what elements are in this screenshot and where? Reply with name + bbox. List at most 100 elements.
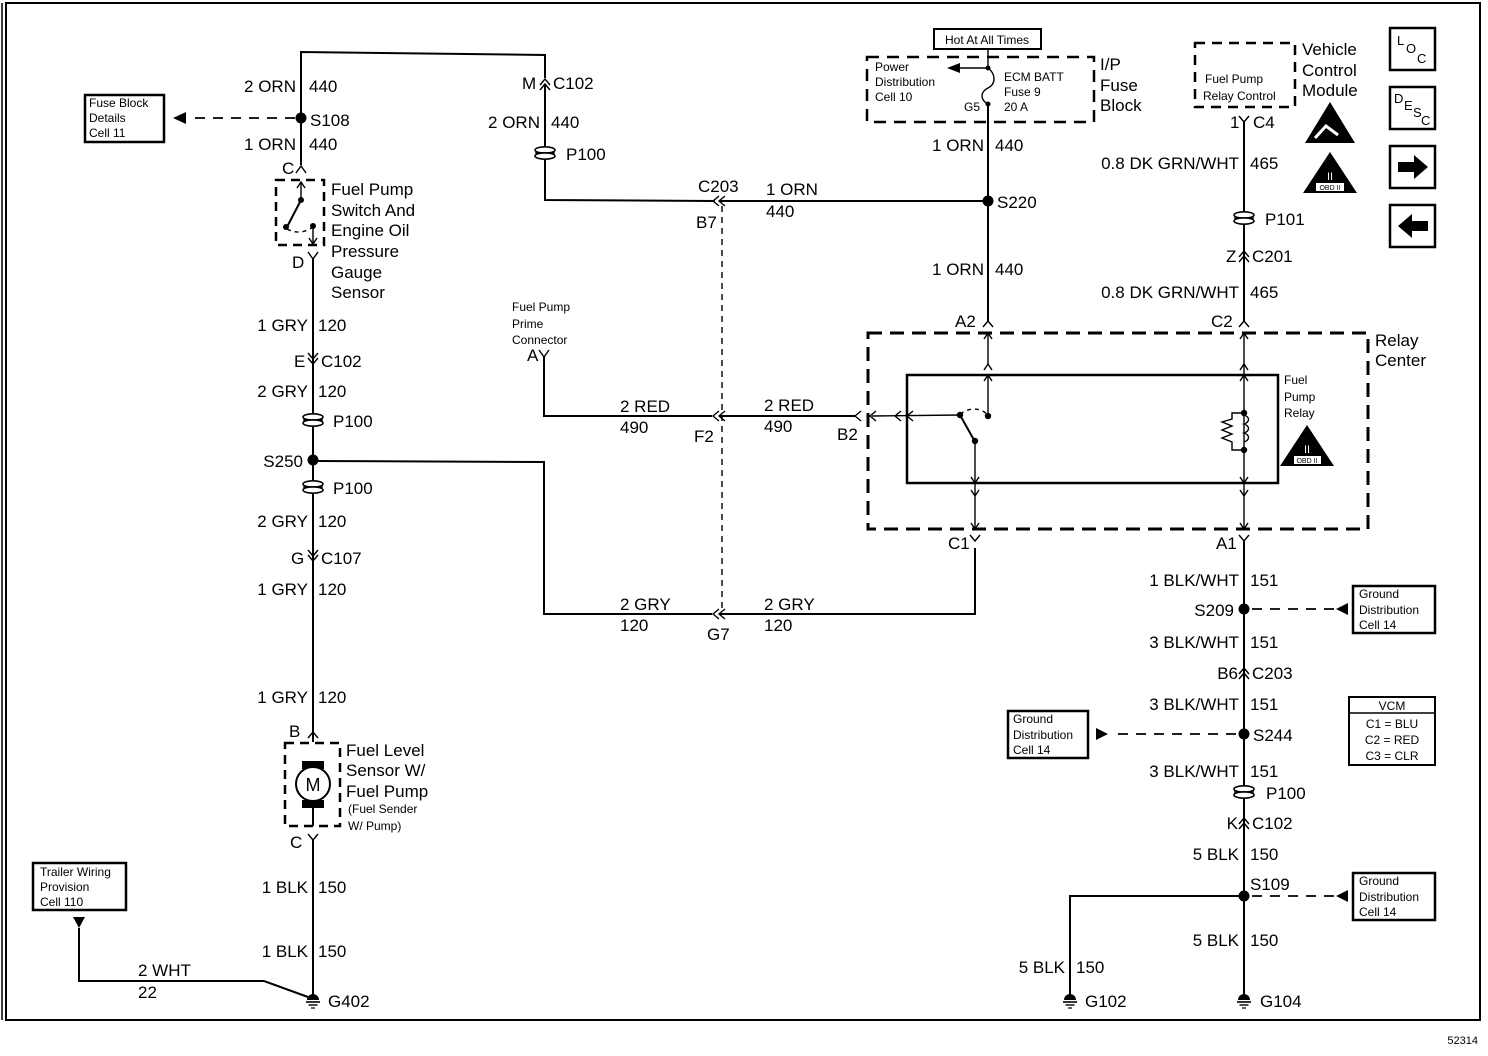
ref-line[interactable]: Cell 10 [875,90,913,104]
connector-pin: B2 [837,425,858,444]
component-label: Fuel Level [346,741,424,760]
wire-label-color: 1 ORN [766,180,818,199]
motor-icon [295,766,331,802]
fuse-label: Fuse 9 [1004,85,1041,99]
wire-label-circuit: 120 [764,616,792,635]
passthrough-label: P100 [566,145,606,164]
connector-label: C102 [1252,814,1293,833]
svg-text:C: C [1417,51,1426,66]
ref-line: Cell 110 [40,895,83,909]
ref-box-ground-distribution[interactable]: Ground Distribution Cell 14 [1006,709,1090,760]
wire-label-circuit: 120 [318,580,346,599]
ref-line[interactable]: Distribution [875,75,935,89]
prev-button[interactable] [1388,203,1437,249]
wire-label-color: 2 RED [764,396,814,415]
connector-pin: M [522,74,536,93]
ref-line[interactable]: Power [875,60,909,74]
wire-label-circuit: 120 [318,688,346,707]
arrow-right-icon [1096,728,1108,740]
passthrough-label: P100 [1266,784,1306,803]
ground-icon [1062,993,1078,1009]
wire-label-circuit: 490 [620,418,648,437]
wire-label-color: 1 BLK [262,878,309,897]
connector-label: C107 [321,549,362,568]
splice-s250 [307,454,319,466]
pin-label: D [292,253,304,272]
ref-box-fuse-block-details[interactable]: Fuse Block Details Cell 11 [83,93,166,144]
connector-symbol [1238,534,1250,543]
next-button[interactable] [1388,144,1437,190]
arrow-left-icon [1336,603,1348,615]
pin-label: C [282,159,294,178]
pin-label: C [290,833,302,852]
svg-text:VCM: VCM [1379,699,1406,713]
svg-text:C3 = CLR: C3 = CLR [1365,749,1418,763]
ref-box-ground-distribution[interactable]: Ground Distribution Cell 14 [1351,871,1437,922]
pin-label: B [289,722,300,741]
ground-icon [1236,993,1252,1009]
connector-symbol [295,164,307,174]
connector-label: C203 [698,177,739,196]
wire-label-color: 3 BLK/WHT [1149,695,1239,714]
connector-label: C4 [1253,113,1275,132]
ref-line: Cell 14 [1359,905,1397,919]
component-label: Sensor W/ [346,761,426,780]
splice-label: S209 [1194,601,1234,620]
connector-pin: A2 [955,312,976,331]
connector-pin: A1 [1216,534,1237,553]
wire-label-color: 1 ORN [932,260,984,279]
arrow-left-icon [947,63,960,73]
connector-pin: G [291,549,304,568]
wire-label-circuit: 151 [1250,633,1278,652]
wire-120-relay [719,548,976,615]
coil-icon [1241,414,1250,443]
wire-label-circuit: 151 [1250,695,1278,714]
wire-label-circuit: 440 [995,260,1023,279]
wire-label-color: 2 GRY [257,512,308,531]
connector-symbol [307,730,319,739]
ref-box-ground-distribution[interactable]: Ground Distribution Cell 14 [1351,584,1437,635]
wire-label-color: 5 BLK [1019,958,1066,977]
wire-label-circuit: 150 [318,878,346,897]
desc-button[interactable]: D E S C [1388,85,1437,131]
loc-button[interactable]: L O C [1388,26,1437,72]
fuel-pump-relay-box [905,373,1280,485]
hot-at-all-times-box: Hot At All Times [933,28,1042,50]
wire-label-circuit: 440 [995,136,1023,155]
wire-label-circuit: 120 [620,616,648,635]
wire-label-color: 2 GRY [764,595,815,614]
arrow-left-icon [173,112,186,124]
pin-label: A [527,346,539,365]
wire-label-circuit: 440 [309,77,337,96]
connector-pin: C2 [1211,312,1233,331]
component-note: (Fuel Sender [348,802,417,816]
ref-line: Details [89,111,126,125]
connector-pin: K [1227,814,1239,833]
splice-label: S244 [1253,726,1293,745]
passthrough-icon [302,479,324,495]
relay-label: Fuel [1284,373,1307,387]
ref-line: Distribution [1013,728,1073,742]
component-label: Fuel Pump [512,300,570,314]
wire-label-color: 0.8 DK GRN/WHT [1101,283,1239,302]
ground-label: G102 [1085,992,1127,1011]
wire-label-color: 1 GRY [257,580,308,599]
vcm-box [1193,41,1297,109]
svg-text:L: L [1397,33,1404,48]
figure-number: 52314 [1447,1035,1478,1047]
ref-line: Ground [1359,874,1399,888]
splice-label: S250 [263,452,303,471]
ref-line: Ground [1359,587,1399,601]
wire-label-color: 2 RED [620,397,670,416]
wire-label-color: 2 GRY [620,595,671,614]
fp-switch-box [274,178,326,247]
wire-label-color: 3 BLK/WHT [1149,633,1239,652]
connector-symbol [307,251,319,261]
wire-label-circuit: 440 [766,202,794,221]
ref-box-trailer-wiring[interactable]: Trailer Wiring Provision Cell 110 [31,861,128,912]
fuse-block-label: Fuse [1100,76,1138,95]
passthrough-label: P100 [333,412,373,431]
connector-symbol [1238,115,1250,124]
wire-label-circuit: 151 [1250,762,1278,781]
